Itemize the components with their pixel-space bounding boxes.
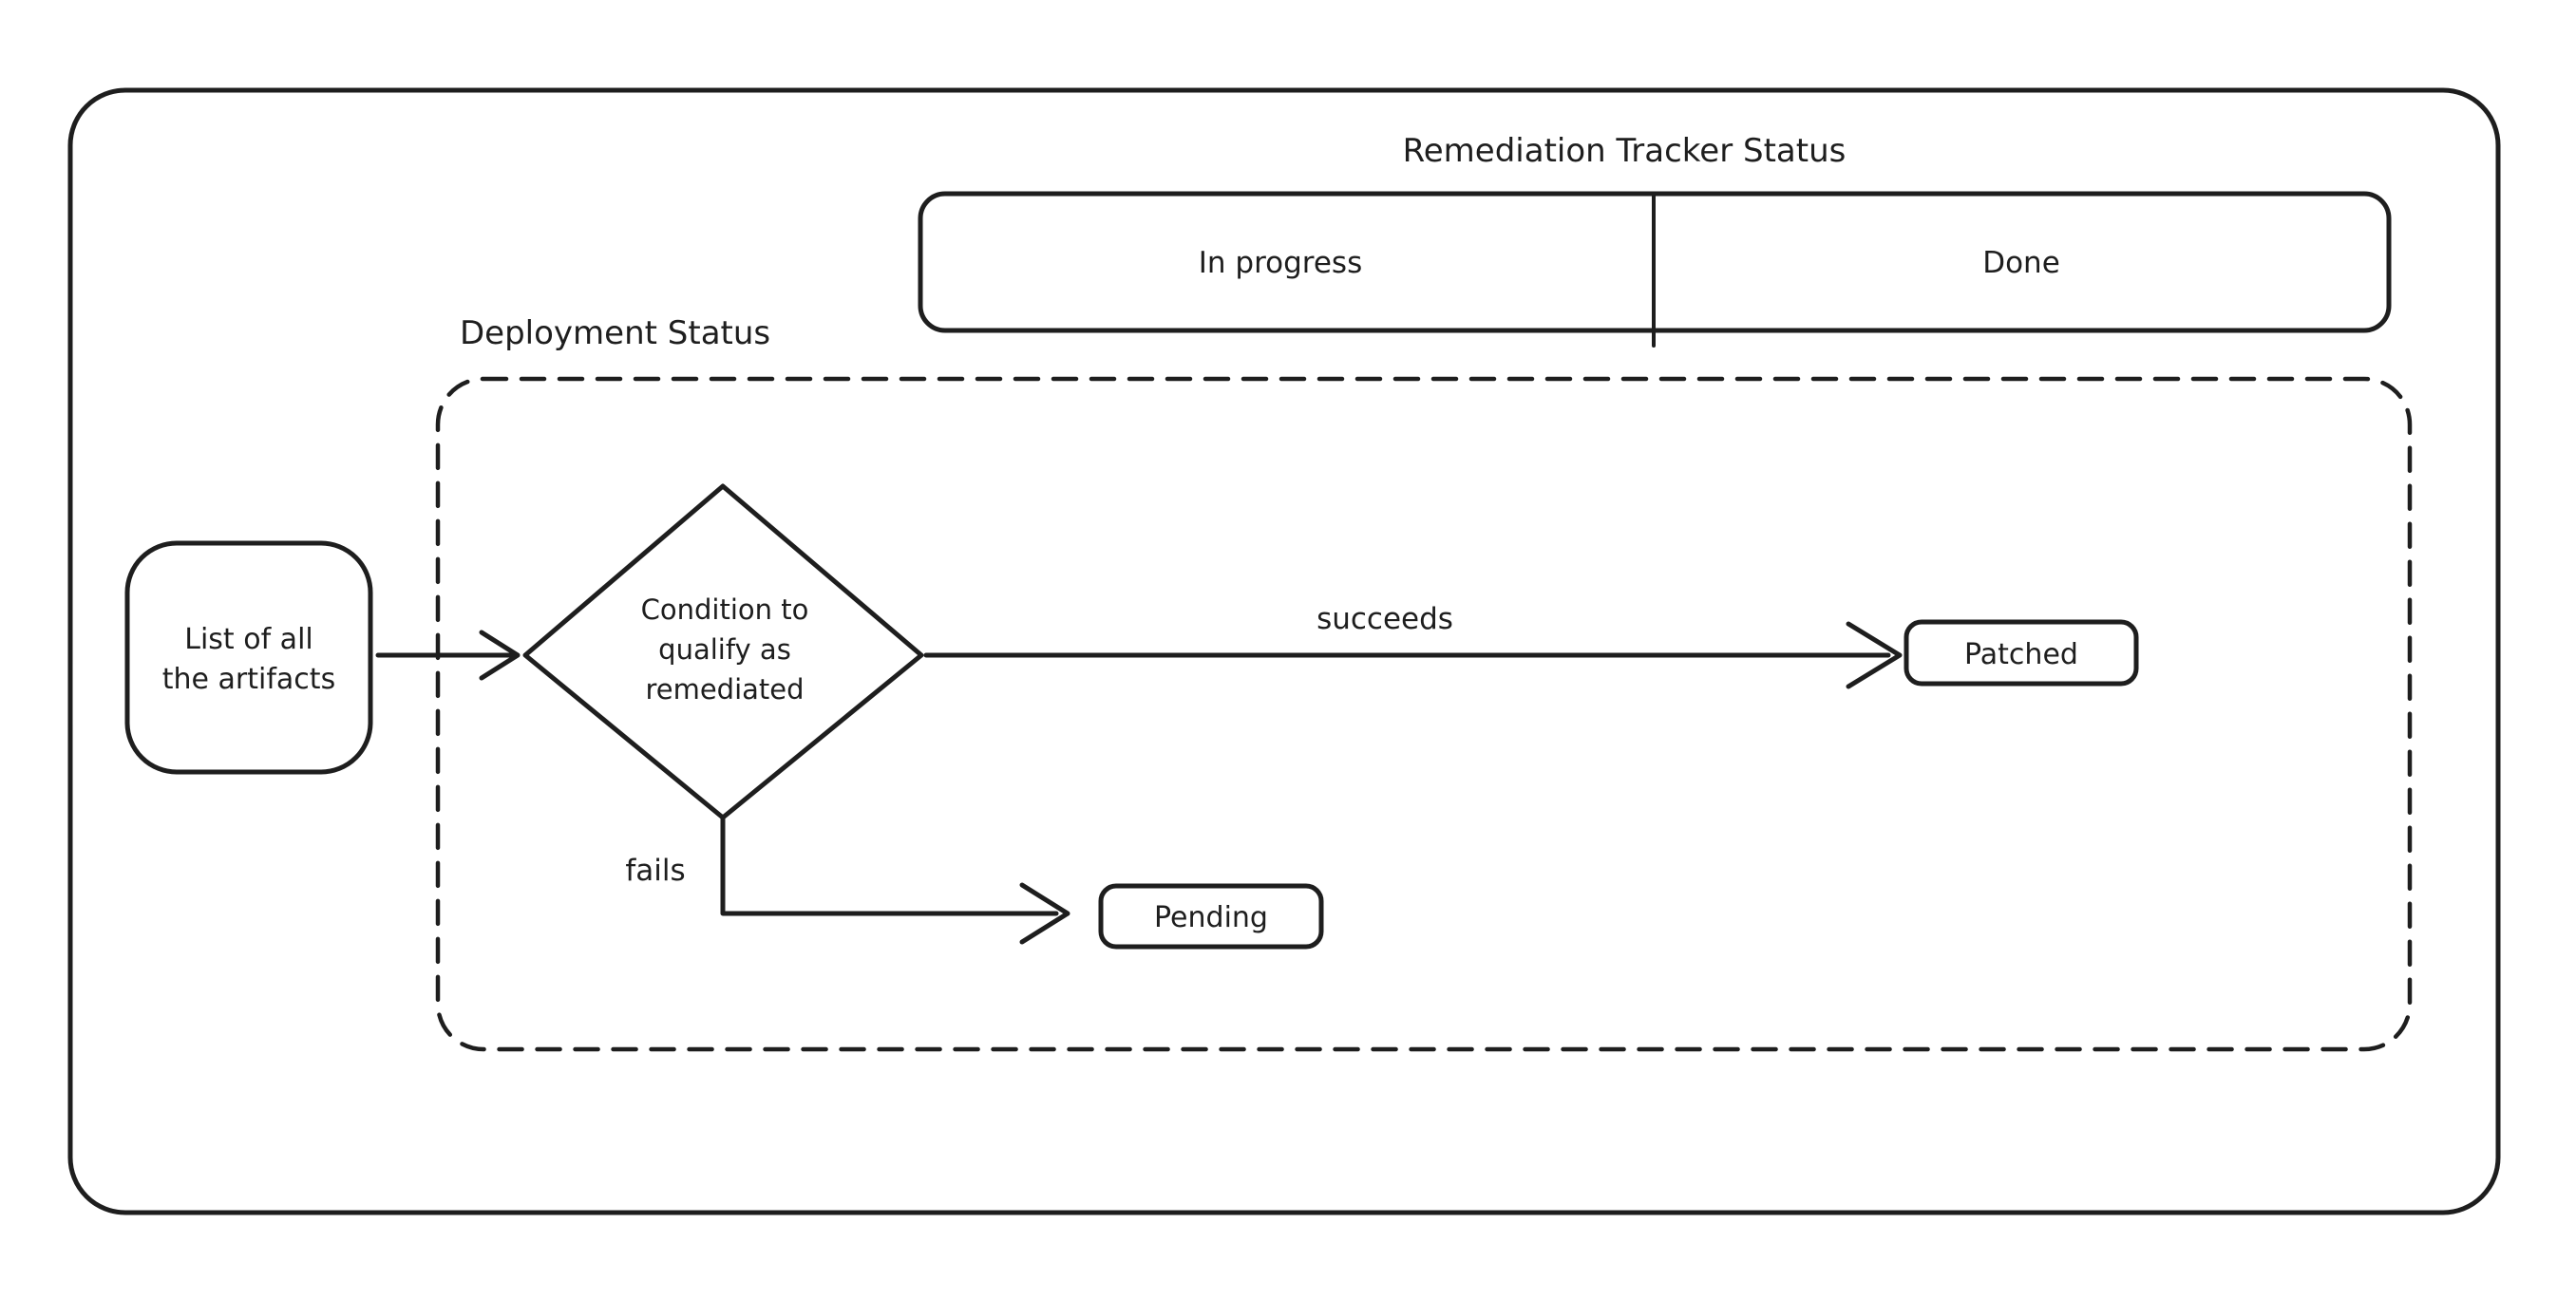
patched-node-label: Patched [1964,638,2078,671]
condition-diamond-label-line2: qualify as [658,633,791,666]
pending-node-label: Pending [1154,901,1268,934]
pending-node [1098,883,1324,950]
tracker-cell-done-label: Done [1982,246,2060,280]
arrow-fails-head [1019,882,1070,945]
arrow-artifacts-to-condition-head [479,630,521,681]
tracker-cell-in-progress-label: In progress [1199,246,1362,280]
artifacts-node [124,540,373,775]
condition-diamond-label-line3: remediated [645,673,804,706]
fails-edge-label: fails [625,854,685,888]
arrow-fails [720,816,1059,916]
arrow-succeeds-head [1846,621,1903,689]
diagram-title: Remediation Tracker Status [1403,132,1847,170]
deployment-group-box [435,376,2413,1052]
succeeds-edge-label: succeeds [1316,602,1453,636]
outer-frame [67,87,2501,1215]
artifacts-node-label-line2: the artifacts [162,663,335,696]
condition-diamond-label-line1: Condition to [641,593,809,626]
deployment-group-label: Deployment Status [460,314,770,352]
artifacts-node-label-line1: List of all [184,623,313,656]
patched-node [1904,619,2139,687]
